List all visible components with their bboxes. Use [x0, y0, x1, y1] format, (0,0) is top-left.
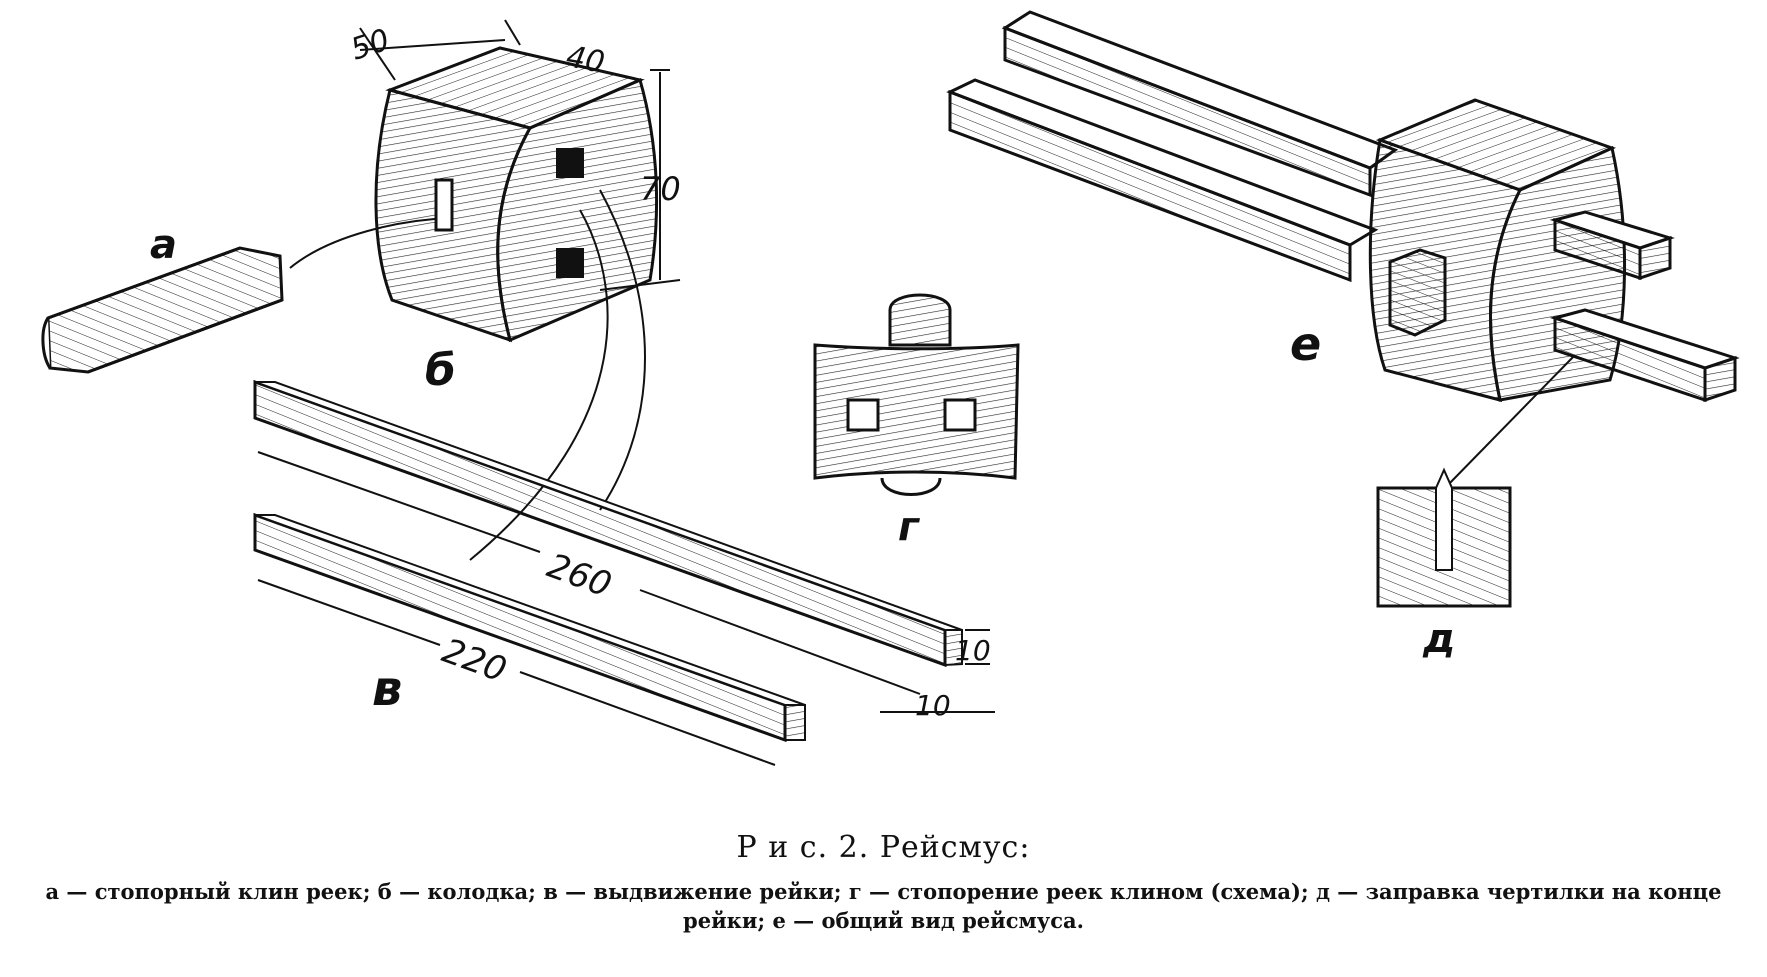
- dim-rail-thickness: 10: [955, 634, 991, 667]
- wedge-lock-scheme-g: [813, 293, 1020, 496]
- reismus-figure: а 50 40 70 б 260 220 10 10: [41, 10, 1740, 766]
- dim-block-height: 70: [640, 170, 681, 208]
- figure-caption: Р и с. 2. Рейсмус: а — стопорный клин ре…: [0, 830, 1767, 935]
- label-v: в: [372, 661, 402, 717]
- caption-title: Р и с. 2. Рейсмус:: [736, 830, 1031, 865]
- label-b: б: [425, 345, 456, 396]
- label-a: а: [150, 222, 177, 268]
- label-e: е: [1290, 317, 1321, 371]
- dim-rail-short: 220: [437, 631, 512, 691]
- wedge-a: [41, 217, 451, 374]
- label-d: д: [1422, 616, 1455, 662]
- dim-block-depth: 50: [347, 23, 394, 68]
- caption-body: а — стопорный клин реек; б — колодка; в …: [45, 879, 1722, 933]
- rails-v: [253, 379, 995, 766]
- assembled-gauge-e: [946, 10, 1740, 489]
- scriber-tip-d: [1376, 467, 1512, 608]
- dim-block-width: 40: [564, 39, 608, 80]
- label-g: г: [898, 504, 920, 550]
- block-b: [359, 19, 681, 561]
- dim-rail-long: 260: [542, 546, 617, 606]
- dim-rail-width: 10: [915, 689, 951, 722]
